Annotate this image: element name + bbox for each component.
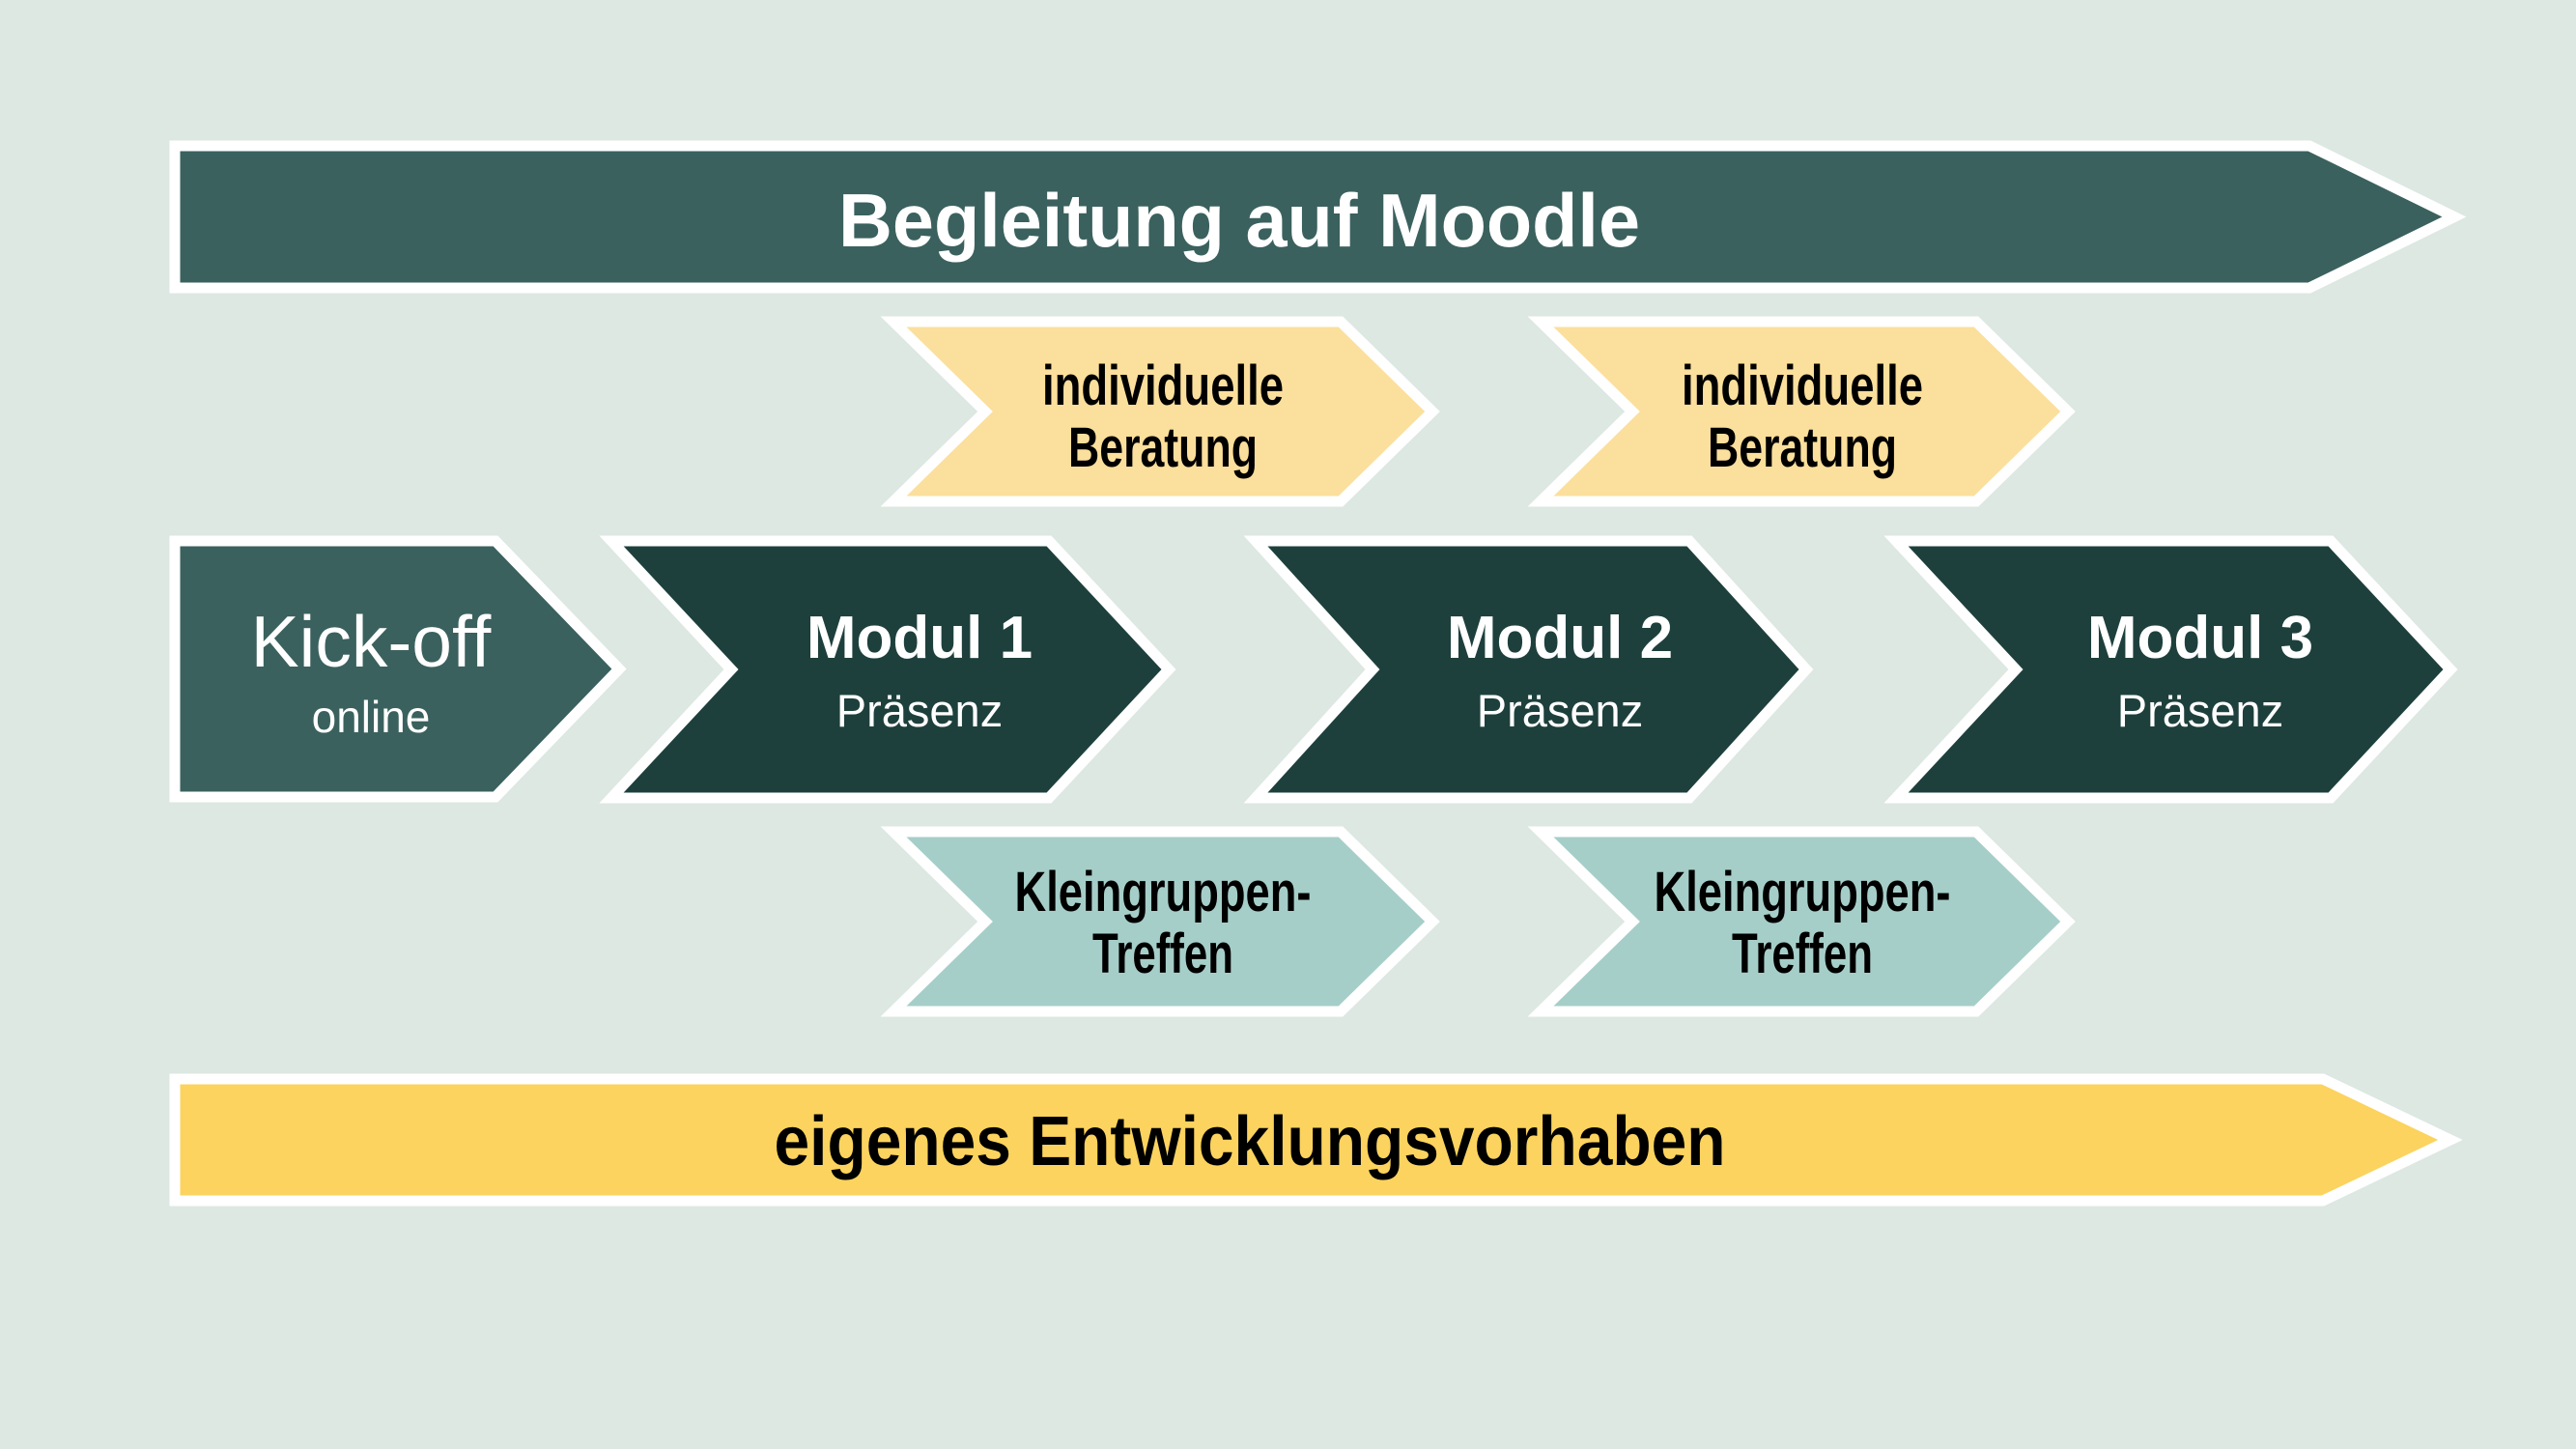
modul-3-arrow-shape xyxy=(1883,535,2458,804)
small-group-arrow-1-shape xyxy=(880,826,1440,1017)
modul-2-arrow-shape xyxy=(1243,535,1814,804)
small-group-arrow-1-line2: Treffen xyxy=(1092,923,1233,985)
small-group-arrow-2: Kleingruppen- Treffen xyxy=(1527,826,2076,1017)
moodle-banner-shape xyxy=(169,140,2467,294)
consultation-arrow-1-line2: Beratung xyxy=(1068,416,1258,479)
modul-2-arrow: Modul 2 Präsenz xyxy=(1243,535,1814,804)
small-group-arrow-2-line2: Treffen xyxy=(1732,923,1873,985)
consultation-arrow-2-line1: individuelle xyxy=(1682,355,1923,417)
small-group-arrow-1: Kleingruppen- Treffen xyxy=(880,826,1440,1017)
moodle-banner-arrow: Begleitung auf Moodle xyxy=(169,140,2467,294)
modul-1-subtitle: Präsenz xyxy=(836,685,1003,736)
development-banner-shape xyxy=(169,1073,2463,1207)
modul-3-title: Modul 3 xyxy=(2087,605,2313,671)
kickoff-arrow-subtitle: online xyxy=(312,692,431,742)
small-group-arrow-2-shape xyxy=(1527,826,2076,1017)
kickoff-arrow: Kick-off online xyxy=(169,535,627,803)
modul-2-subtitle: Präsenz xyxy=(1477,685,1643,736)
modul-3-subtitle: Präsenz xyxy=(2117,685,2283,736)
small-group-arrow-1-line1: Kleingruppen- xyxy=(1015,861,1312,923)
development-banner-label: eigenes Entwicklungsvorhaben xyxy=(775,1103,1726,1180)
consultation-arrow-2-line2: Beratung xyxy=(1708,416,1897,479)
development-banner-arrow: eigenes Entwicklungsvorhaben xyxy=(169,1073,2463,1207)
consultation-arrow-1-shape xyxy=(880,316,1440,507)
consultation-arrow-1-line1: individuelle xyxy=(1042,355,1284,417)
modul-1-arrow-shape xyxy=(599,535,1176,804)
consultation-arrow-1: individuelle Beratung xyxy=(880,316,1440,507)
modul-3-arrow: Modul 3 Präsenz xyxy=(1883,535,2458,804)
consultation-arrow-2: individuelle Beratung xyxy=(1527,316,2076,507)
modul-1-title: Modul 1 xyxy=(807,605,1033,671)
kickoff-arrow-title: Kick-off xyxy=(251,601,492,682)
moodle-banner-label: Begleitung auf Moodle xyxy=(838,178,1640,263)
consultation-arrow-2-shape xyxy=(1527,316,2076,507)
small-group-arrow-2-line1: Kleingruppen- xyxy=(1655,861,1951,923)
kickoff-arrow-shape xyxy=(169,535,627,803)
modul-2-title: Modul 2 xyxy=(1447,605,1673,671)
modul-1-arrow: Modul 1 Präsenz xyxy=(599,535,1176,804)
